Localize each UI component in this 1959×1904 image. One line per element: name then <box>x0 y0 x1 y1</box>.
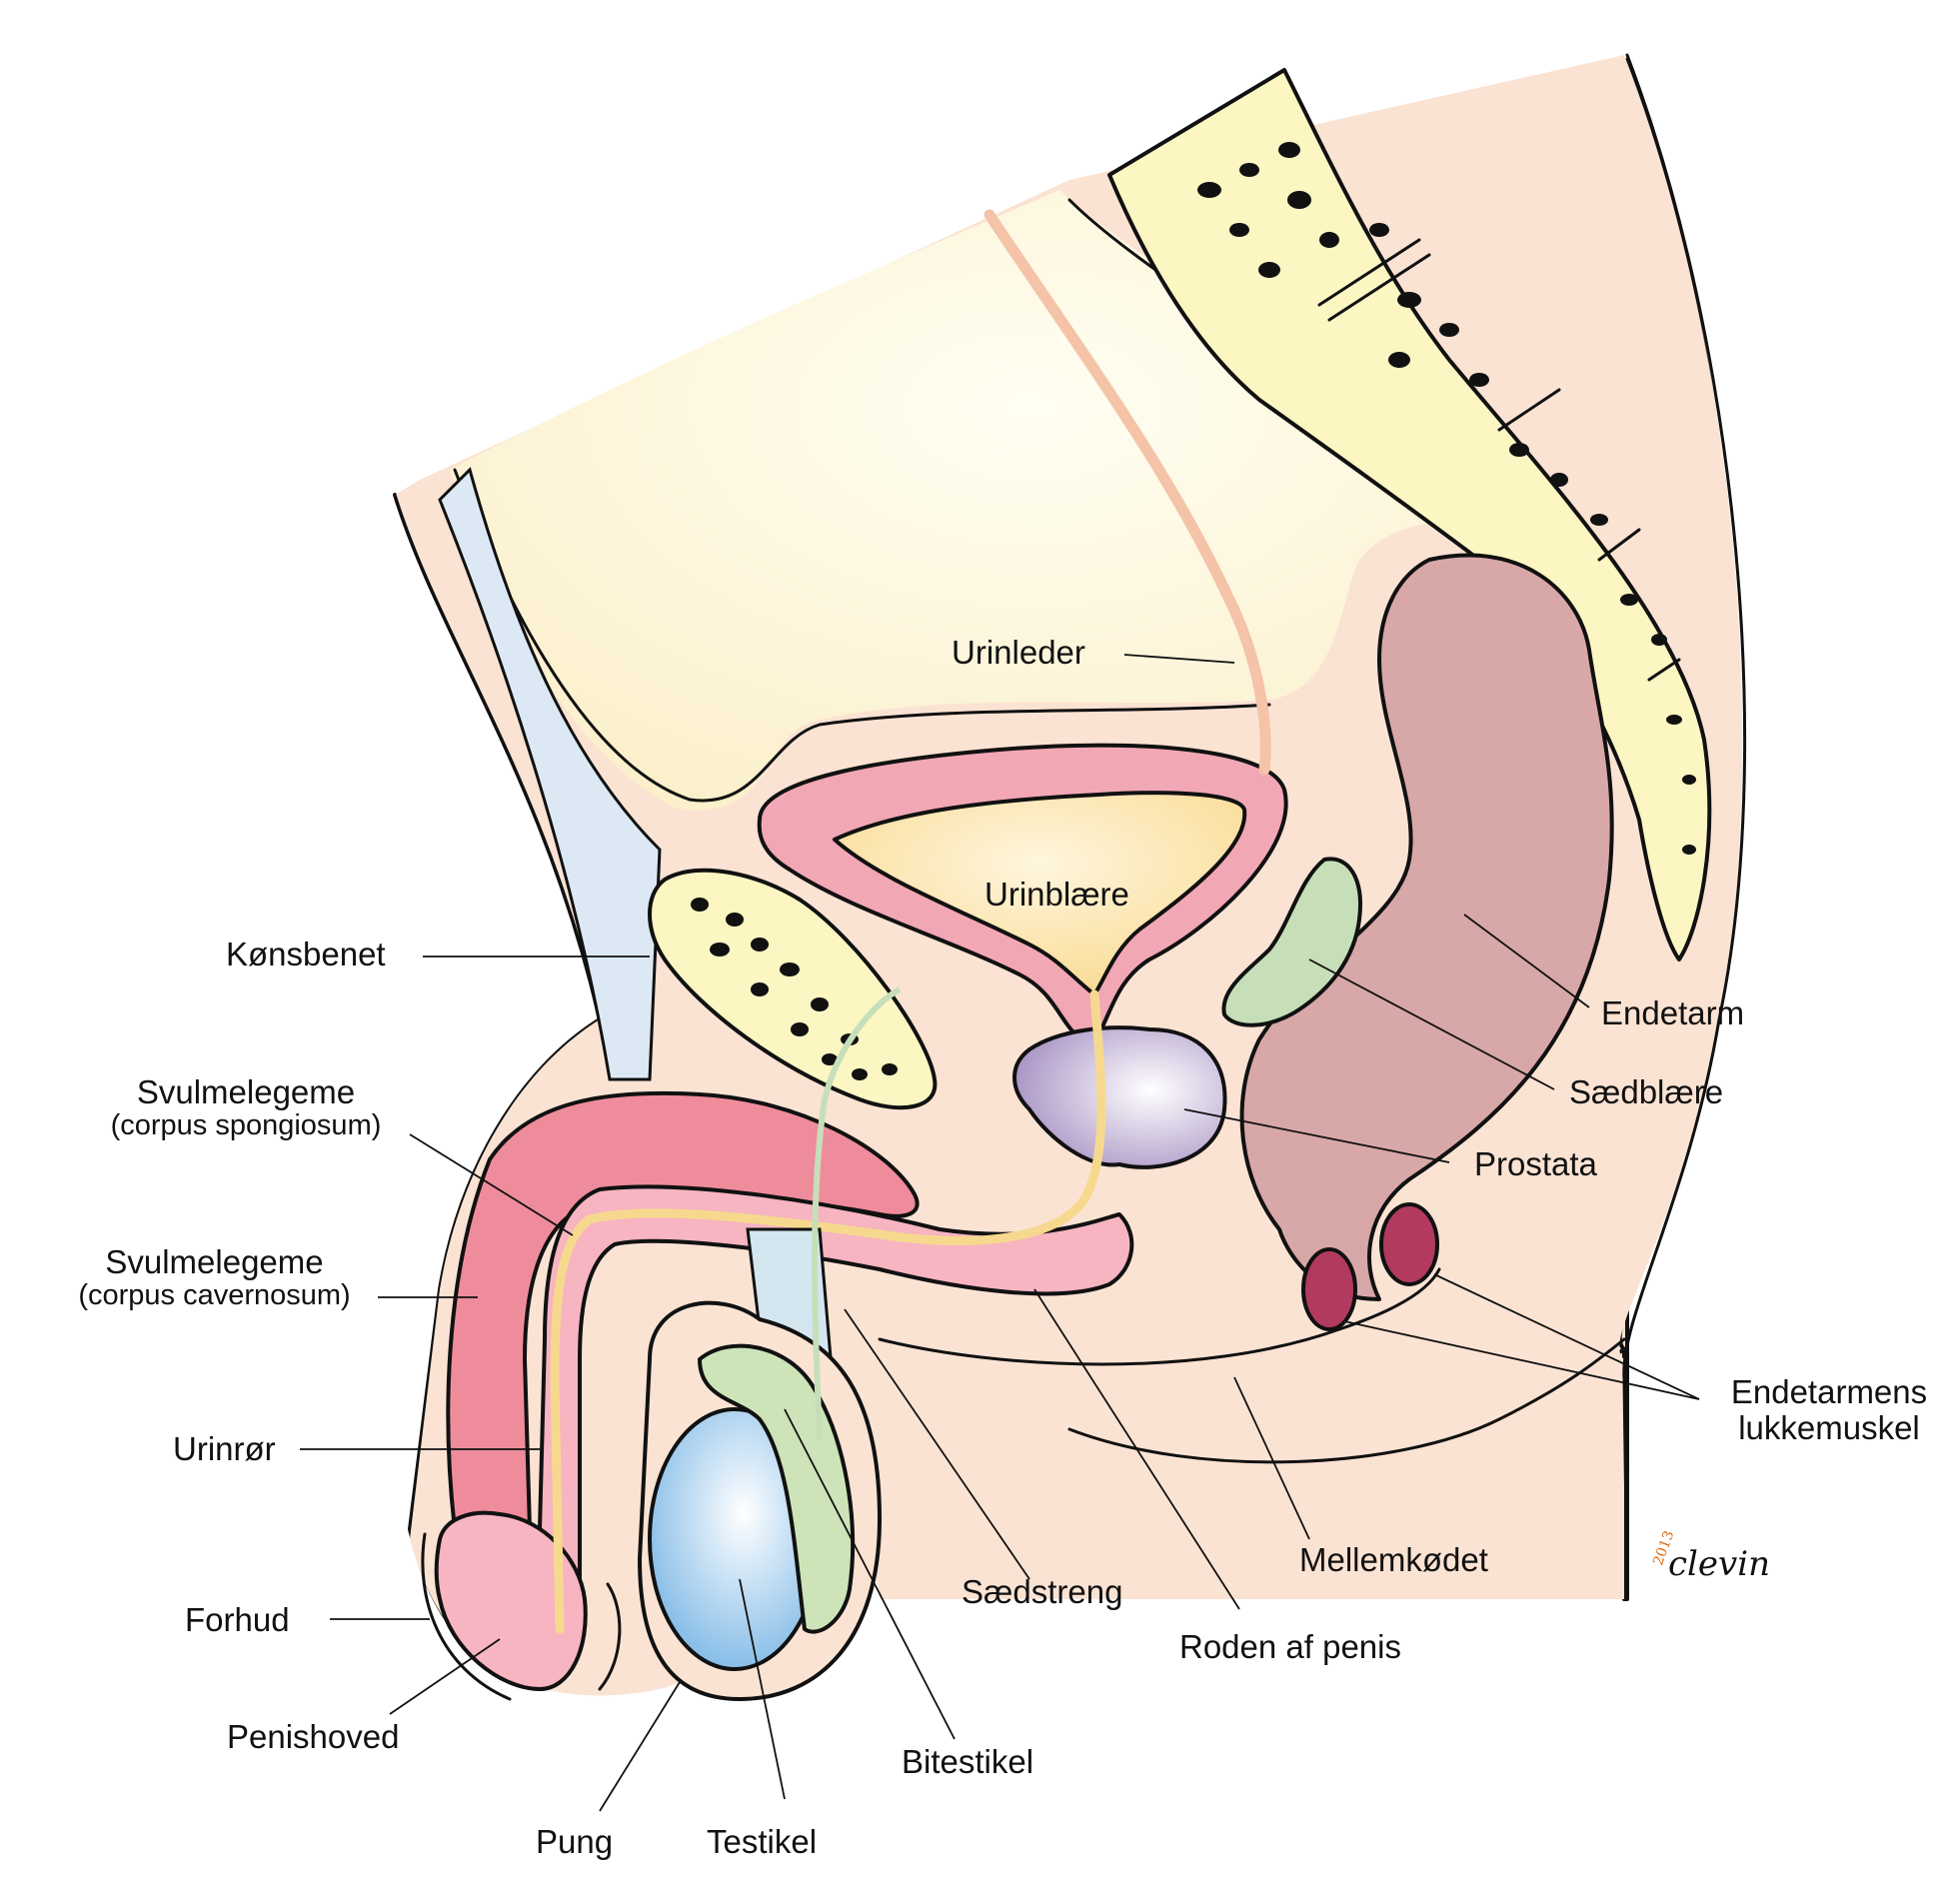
label-konsbenet: Kønsbenet <box>226 936 386 972</box>
prostate <box>1012 1025 1227 1169</box>
pubic-bone <box>648 868 938 1110</box>
vas-deferens <box>812 986 902 1440</box>
label-endetarm: Endetarm <box>1601 994 1745 1031</box>
glans <box>434 1510 588 1691</box>
back-outline <box>1622 53 1747 1601</box>
bladder-inner <box>833 791 1247 996</box>
urethra <box>550 989 1106 1634</box>
sacrum-spots <box>1197 142 1696 855</box>
front-outline <box>393 493 602 1021</box>
label-corpus-cavernosum: (corpus cavernosum) <box>78 1279 351 1312</box>
label-saedstreng: Sædstreng <box>962 1573 1123 1610</box>
label-mellemkodet: Mellemkødet <box>1299 1541 1488 1578</box>
foreskin-2 <box>598 1582 622 1691</box>
sacrum-joint-4 <box>1597 528 1641 562</box>
label-svulmelegeme-spongiosum: Svulmelegeme (corpus spongiosum) <box>86 1073 406 1142</box>
label-svulmelegeme-1: Svulmelegeme <box>136 1073 356 1110</box>
corpus-spongiosum <box>538 1184 1134 1591</box>
artist-signature: 2013 clevin <box>1650 1529 1771 1584</box>
label-testikel: Testikel <box>707 1823 818 1860</box>
label-corpus-spongiosum: (corpus spongiosum) <box>110 1109 382 1142</box>
label-endetarmens-1: Endetarmens <box>1730 1373 1928 1410</box>
label-forhud: Forhud <box>185 1601 290 1638</box>
abdominal-wall <box>438 467 662 1081</box>
ureter <box>983 209 1271 776</box>
label-urinror: Urinrør <box>173 1430 276 1467</box>
label-bitestikel: Bitestikel <box>902 1743 1034 1780</box>
corpus-cavernosum <box>446 1090 920 1558</box>
label-endetarmens-2: lukkemuskel <box>1738 1409 1920 1447</box>
sacrum-joint-1 <box>1317 238 1421 307</box>
peritoneum-line <box>453 468 1271 803</box>
label-urinblaere: Urinblære <box>984 876 1129 913</box>
sphincter-inner <box>1301 1247 1357 1331</box>
label-saedblaere: Sædblære <box>1569 1073 1724 1110</box>
perineum-lower <box>1067 1337 1626 1464</box>
label-svulmelegeme-2: Svulmelegeme <box>105 1243 324 1280</box>
label-endetarmens-lukkemuskel: Endetarmens lukkemuskel <box>1704 1373 1954 1447</box>
sacrum-joint-5 <box>1647 658 1681 682</box>
label-roden-af-penis: Roden af penis <box>1179 1628 1401 1665</box>
label-urinleder: Urinleder <box>952 634 1085 671</box>
sacrum-joint-2 <box>1327 253 1431 322</box>
label-pung: Pung <box>536 1823 614 1860</box>
leader-lines <box>300 654 1700 1812</box>
sacrum-joint-3 <box>1497 388 1561 432</box>
sphincter-outer <box>1379 1202 1439 1286</box>
foreskin <box>421 1532 512 1701</box>
label-prostata: Prostata <box>1474 1145 1597 1182</box>
epididymis <box>698 1343 856 1634</box>
perineum <box>878 1267 1441 1366</box>
signature-name: clevin <box>1668 1544 1771 1584</box>
label-penishoved: Penishoved <box>227 1718 400 1755</box>
label-svulmelegeme-cavernosum: Svulmelegeme (corpus cavernosum) <box>52 1243 377 1312</box>
sacrum <box>1107 68 1712 961</box>
seminal-vesicle <box>1221 857 1362 1027</box>
